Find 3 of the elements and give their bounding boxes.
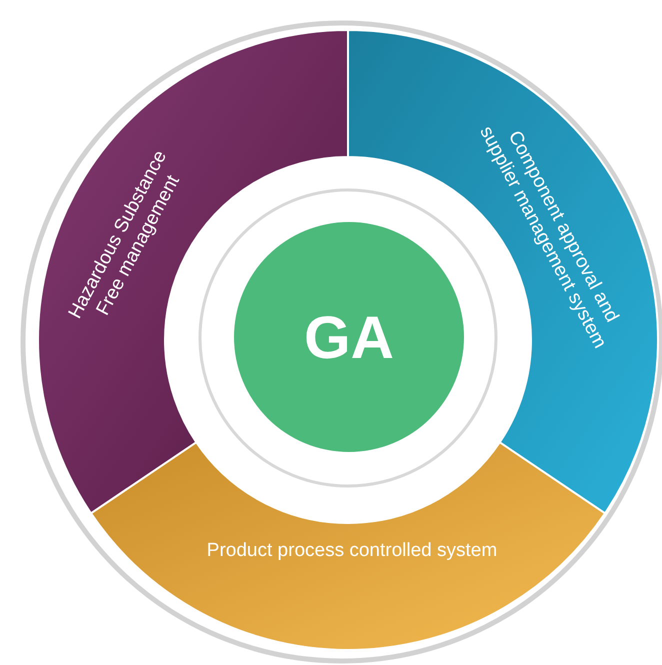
center-label: GA bbox=[304, 302, 394, 372]
segment-label: Product process controlled system bbox=[206, 539, 498, 562]
ring-segment bbox=[89, 440, 607, 652]
